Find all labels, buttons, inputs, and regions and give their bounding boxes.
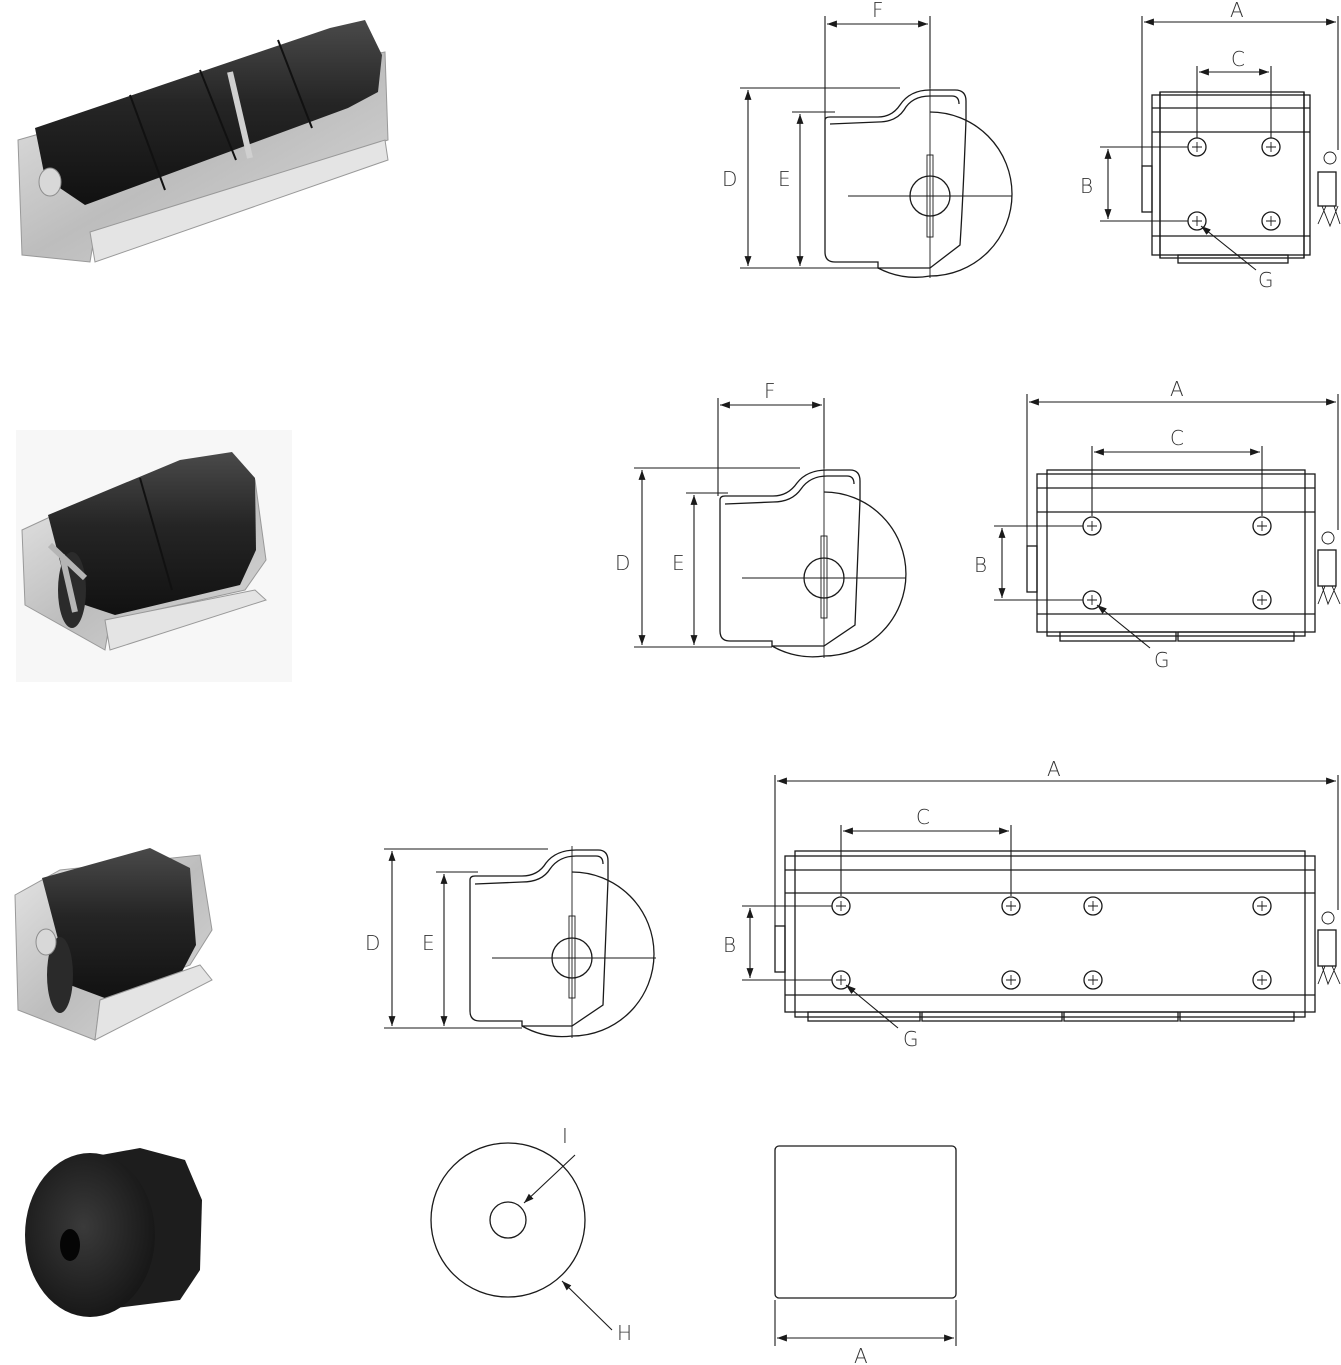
label-F-row2: F [764, 379, 776, 403]
label-A-row2: A [1170, 377, 1184, 401]
label-A-row3: A [1047, 757, 1061, 781]
product-photo-quad-roller [17, 20, 389, 263]
label-E-row1: E [778, 167, 791, 191]
drawing-row4-cylinder-end-view [430, 1142, 613, 1331]
label-I: I [562, 1124, 568, 1148]
label-G-row1: G [1258, 268, 1274, 292]
drawing-row1-side-view [740, 16, 1013, 278]
drawing-row2-side-view [634, 398, 907, 658]
label-B-row2: B [974, 553, 987, 577]
label-E-row2: E [672, 551, 685, 575]
drawing-row2-top-view [994, 394, 1341, 649]
product-photo-double-roller [16, 430, 292, 682]
label-D-row1: D [722, 167, 737, 191]
drawing-row4-cylinder-side-view [774, 1145, 957, 1346]
label-D-row2: D [615, 551, 630, 575]
product-photo-rubber-cylinder [25, 1148, 202, 1317]
label-D-row3: D [365, 931, 380, 955]
drawing-row3-side-view [384, 846, 656, 1038]
label-G-row3: G [903, 1027, 919, 1051]
bolt-holes-row3 [831, 896, 1272, 990]
drawing-row1-top-view [1100, 16, 1341, 271]
label-C-row3: C [916, 805, 930, 829]
label-F-row1: F [872, 0, 884, 22]
label-G-row2: G [1154, 648, 1170, 672]
label-B-row1: B [1080, 174, 1093, 198]
label-A-row1: A [1230, 0, 1244, 22]
label-B-row3: B [723, 933, 736, 957]
label-E-row3: E [422, 931, 435, 955]
drawing-row3-top-view [742, 775, 1341, 1029]
label-A-row4: A [854, 1344, 868, 1365]
label-C-row2: C [1170, 426, 1184, 450]
label-C-row1: C [1231, 47, 1245, 71]
product-photo-single-roller [14, 848, 213, 1041]
bolt-holes-row2 [1082, 516, 1272, 610]
bolt-holes-row1 [1187, 137, 1281, 231]
label-H: H [617, 1321, 632, 1345]
